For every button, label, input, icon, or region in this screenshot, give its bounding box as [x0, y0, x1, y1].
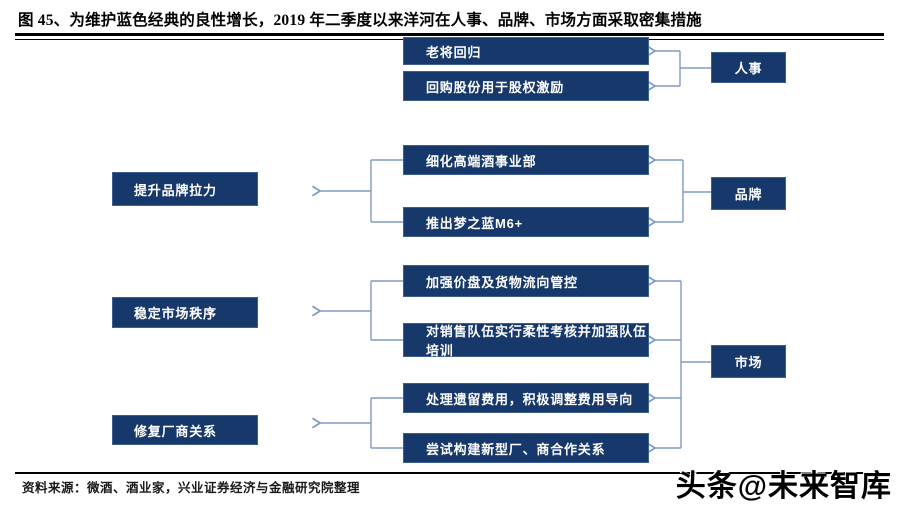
measure-box-share-buyback: 回购股份用于股权激励	[403, 71, 649, 101]
measure-box-sales-assessment: 对销售队伍实行柔性考核并加强队伍培训	[403, 323, 649, 358]
category-box-market: 市场	[711, 345, 786, 378]
category-box-brand: 品牌	[711, 177, 786, 210]
figure-title: 图 45、为维护蓝色经典的良性增长，2019 年二季度以来洋河在人事、品牌、市场…	[18, 12, 702, 29]
measure-box-price-control: 加强价盘及货物流向管控	[403, 265, 649, 297]
category-box-personnel: 人事	[711, 52, 786, 83]
measure-box-veteran-return: 老将回归	[403, 37, 649, 65]
footer-rule	[15, 472, 883, 474]
measure-box-m6plus-launch: 推出梦之蓝M6+	[403, 207, 649, 237]
measure-box-legacy-expenses: 处理遗留费用，积极调整费用导向	[403, 383, 649, 413]
source-note: 资料来源：微酒、酒业家，兴业证券经济与金融研究院整理	[22, 481, 361, 495]
title-rule-thick	[15, 33, 884, 36]
outcome-box-dealer-relations: 修复厂商关系	[112, 415, 258, 445]
measure-box-new-cooperation: 尝试构建新型厂、商合作关系	[403, 433, 649, 463]
outcome-box-market-order: 稳定市场秩序	[112, 297, 258, 328]
measure-box-highend-division: 细化高端酒事业部	[403, 145, 649, 175]
watermark-text: 头条@未来智库	[675, 470, 892, 503]
outcome-box-brand-pull: 提升品牌拉力	[112, 172, 258, 206]
